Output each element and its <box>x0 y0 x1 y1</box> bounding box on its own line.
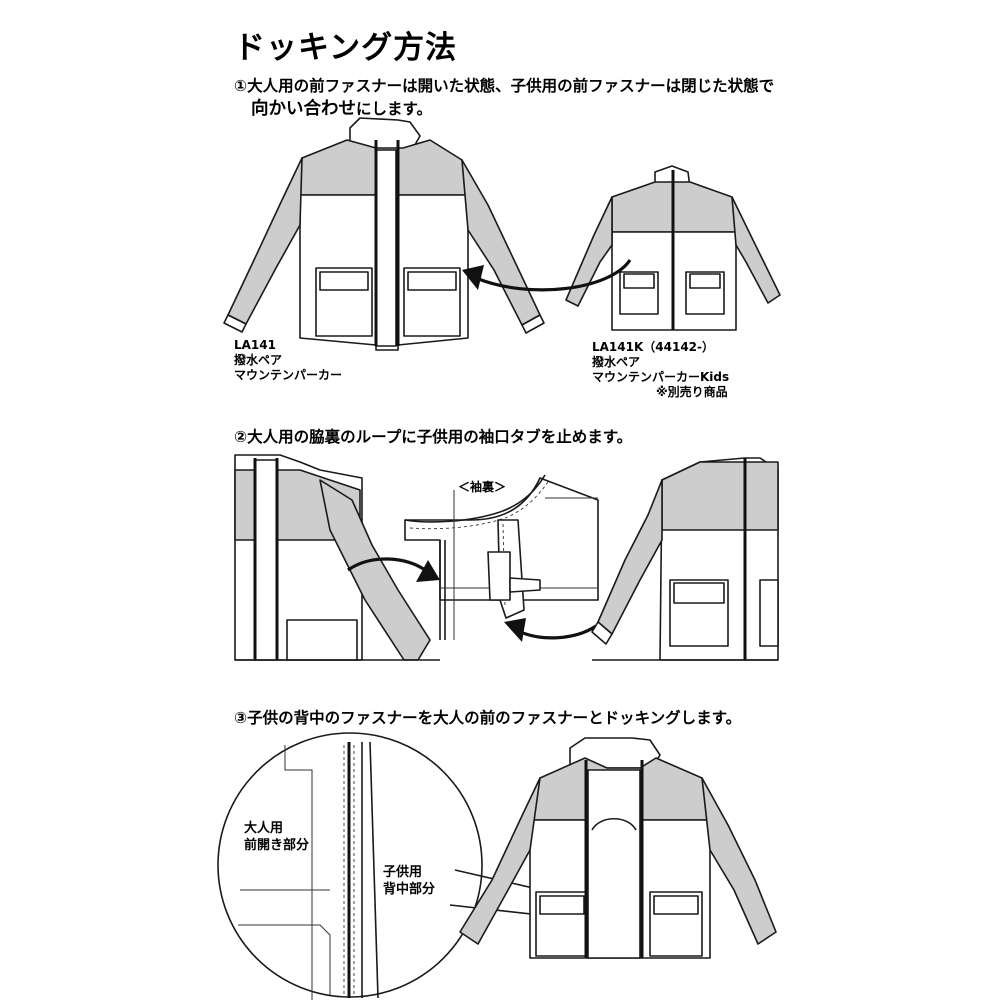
adult-right-sleeve <box>461 159 541 326</box>
child-back-panel <box>587 769 641 959</box>
kids-jacket-illustration <box>565 165 781 331</box>
magnified-panel-edge <box>284 745 313 1000</box>
adult-left-sleeve <box>227 157 303 325</box>
step2-text: ②大人用の脇裏のループに子供用の袖口タブを止めます。 <box>234 428 633 446</box>
step1-line2-rest: にします。 <box>356 100 432 118</box>
docked-right-pocket-flap <box>653 895 699 915</box>
adult-product-line3: マウンテンパーカー <box>234 368 343 382</box>
kids-product-line3: マウンテンパーカーKids <box>592 370 730 384</box>
sleeve-inside-label: ＜袖裏＞ <box>458 480 507 494</box>
step1-line1: ①大人用の前ファスナーは開いた状態、子供用の前ファスナーは閉じた状態で <box>234 77 775 95</box>
docked-left-sleeve <box>459 777 541 945</box>
kids-product-note: ※別売り商品 <box>656 385 728 399</box>
kids-left-sleeve <box>565 196 613 307</box>
adult-closeup-pocket <box>286 619 358 661</box>
adult-jacket-illustration <box>223 117 545 351</box>
docked-right-sleeve <box>701 777 777 945</box>
child-back-label: 子供用 背中部分 <box>383 864 435 898</box>
kids-closeup-cuff <box>591 621 613 645</box>
kids-right-pocket-flap <box>689 273 721 289</box>
kids-right-sleeve <box>731 196 781 304</box>
step1-line2: 向かい合わせにします。 <box>251 95 432 120</box>
page-title: ドッキング方法 <box>234 30 458 66</box>
adult-product-line2: 撥水ペア <box>234 353 283 367</box>
loop-tail <box>509 577 541 593</box>
adult-product-label: LA141 撥水ペア マウンテンパーカー <box>234 338 342 383</box>
kids-left-pocket-flap <box>623 273 655 289</box>
adult-right-pocket-flap <box>407 271 457 291</box>
adult-left-pocket-flap <box>319 271 369 291</box>
kids-product-code: LA141K（44142-） <box>592 340 715 354</box>
step1-emphasis: 向かい合わせ <box>251 99 356 119</box>
kids-product-line2: 撥水ペア <box>592 355 641 369</box>
kids-closeup-pocket-flap <box>673 582 725 604</box>
child-collar-curve <box>591 817 637 831</box>
docked-jacket-illustration <box>459 737 777 959</box>
step2-arrow-right <box>504 618 597 642</box>
adult-inner-placket <box>375 149 397 347</box>
kids-closeup-pocket-2 <box>759 579 779 647</box>
kids-closeup-sleeve <box>597 479 663 635</box>
child-part-line2: 背中部分 <box>383 882 436 897</box>
adult-right-cuff <box>521 314 545 334</box>
sleeve-inner-seam <box>404 474 546 523</box>
kids-product-label: LA141K（44142-） 撥水ペア マウンテンパーカーKids ※別売り商品 <box>592 340 729 400</box>
step3-text: ③子供の背中のファスナーを大人の前のファスナーとドッキングします。 <box>234 709 742 727</box>
step1-arrow <box>462 259 632 292</box>
adult-part-line1: 大人用 <box>244 821 284 836</box>
adult-part-line2: 前開き部分 <box>244 838 310 853</box>
adult-side-closeup <box>234 454 440 661</box>
docked-left-pocket-flap <box>539 895 585 915</box>
adult-front-opening-label: 大人用 前開き部分 <box>244 820 309 854</box>
sleeve-inside-detail <box>404 474 599 640</box>
adult-product-code: LA141 <box>234 338 276 352</box>
adult-left-cuff <box>223 314 247 333</box>
zipper-magnifier <box>217 732 586 1000</box>
child-part-line1: 子供用 <box>383 865 423 880</box>
side-loop <box>487 551 511 601</box>
step2-arrow-left <box>347 557 440 582</box>
adult-closeup-placket <box>254 459 278 661</box>
kids-closeup-yoke <box>661 461 779 531</box>
kids-closeup <box>591 457 779 661</box>
